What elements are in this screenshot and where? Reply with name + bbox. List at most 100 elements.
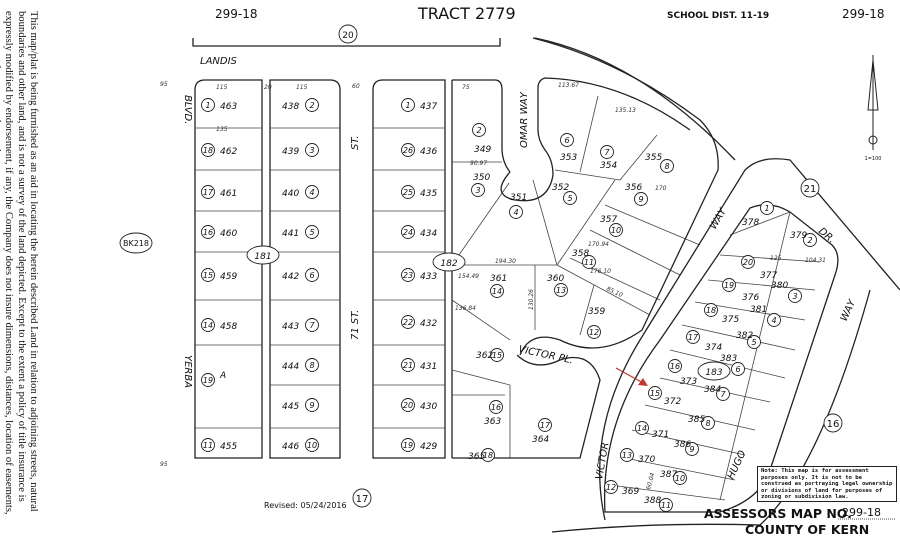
lot-number: 17	[540, 421, 551, 430]
lot-number-circle	[767, 313, 781, 327]
lot-number: 9	[309, 401, 314, 410]
dim-60: 60	[352, 83, 360, 90]
lot-378: 1 378	[742, 201, 774, 228]
lot-number-circle	[401, 358, 415, 372]
lot-number: 2	[476, 126, 481, 135]
lot-number: 12	[589, 328, 599, 337]
lot-number: 6	[564, 136, 569, 145]
parcel-number: 364	[532, 435, 549, 445]
lot-number: 1	[205, 101, 210, 110]
lot-number-circle	[741, 255, 755, 269]
book-reference-badge	[119, 232, 153, 254]
parcel-number: 373	[680, 377, 697, 387]
lot-number-circle	[305, 98, 319, 112]
lot-number: 9	[638, 195, 643, 204]
parcel-number: 356	[625, 183, 642, 193]
parcel-number: 372	[664, 397, 681, 407]
lot-number-circle	[722, 278, 736, 292]
subject-parcel-arrow	[615, 367, 648, 386]
parcel-number: 378	[742, 218, 759, 228]
lot-number: 20	[743, 258, 753, 267]
parcel-number: 432	[420, 319, 437, 329]
lot-number-circle	[560, 133, 574, 147]
lot-number: 3	[792, 292, 797, 301]
lot-number-circle	[563, 191, 577, 205]
dim-60-04: 60.04	[645, 472, 656, 491]
lot-438: 2 438	[282, 98, 319, 112]
parcel-number: 361	[490, 274, 507, 284]
lot-number-circle	[490, 284, 504, 298]
lot-number-circle	[201, 98, 215, 112]
lot-number: 4	[309, 188, 314, 197]
dim-20: 20	[264, 84, 272, 91]
street-victor-pl: VICTOR PL.	[517, 344, 574, 366]
lot-number-circle	[305, 358, 319, 372]
parcel-number: 355	[645, 153, 662, 163]
lot-377: 20 377	[741, 255, 777, 281]
parcel-number: 377	[760, 271, 777, 281]
dim-125: 125	[770, 255, 782, 262]
lot-number: 9	[689, 445, 694, 454]
lot-number: 2	[309, 101, 314, 110]
parcel-number: 359	[588, 307, 605, 317]
lot-number: 12	[606, 483, 616, 492]
parcel-number: 360	[547, 274, 564, 284]
tract-17-label: 17	[356, 494, 369, 505]
lot-number: 23	[403, 271, 413, 280]
lot-number-circle	[538, 418, 552, 432]
parcel-number: 382	[736, 331, 753, 341]
lot-number-circle	[471, 183, 485, 197]
parcel-number: 350	[473, 173, 490, 183]
lot-number-circle	[609, 223, 623, 237]
lot-number: 26	[403, 146, 413, 155]
parcel-number: 362	[476, 351, 493, 361]
lot-number-circle	[401, 225, 415, 239]
north-arrow-icon	[867, 55, 879, 150]
lot-number-circle	[401, 398, 415, 412]
parcel-number: 459	[220, 272, 237, 282]
parcel-number: 431	[420, 362, 437, 372]
lot-number-circle	[401, 98, 415, 112]
lot-number: 18	[483, 451, 493, 460]
lot-number: 1	[764, 204, 769, 213]
parcel-number: 376	[742, 293, 759, 303]
parcel-number: 438	[282, 102, 299, 112]
lot-number-circle	[201, 438, 215, 452]
lot-number-circle	[305, 398, 319, 412]
lot-number-circle	[509, 205, 523, 219]
dim-130-26: 130.26	[528, 289, 535, 310]
lot-number: 4	[513, 208, 518, 217]
book-reference-label: BK218	[123, 239, 149, 248]
lot-number-circle	[201, 373, 215, 387]
parcel-number: 385	[688, 415, 705, 425]
lot-number-circle	[747, 335, 761, 349]
lot-440: 4 440	[282, 185, 319, 199]
parcel-number: 435	[420, 189, 437, 199]
parcel-number: 440	[282, 189, 299, 199]
block-182-label: 182	[440, 259, 457, 269]
lot-number: 6	[735, 365, 740, 374]
block-182-badge	[432, 252, 466, 272]
lot-number-circle	[604, 480, 618, 494]
parcel-number: 444	[282, 362, 299, 372]
adjacent-tract-17	[352, 488, 372, 508]
dim-75: 75	[462, 84, 470, 91]
parcel-number: 436	[420, 147, 437, 157]
